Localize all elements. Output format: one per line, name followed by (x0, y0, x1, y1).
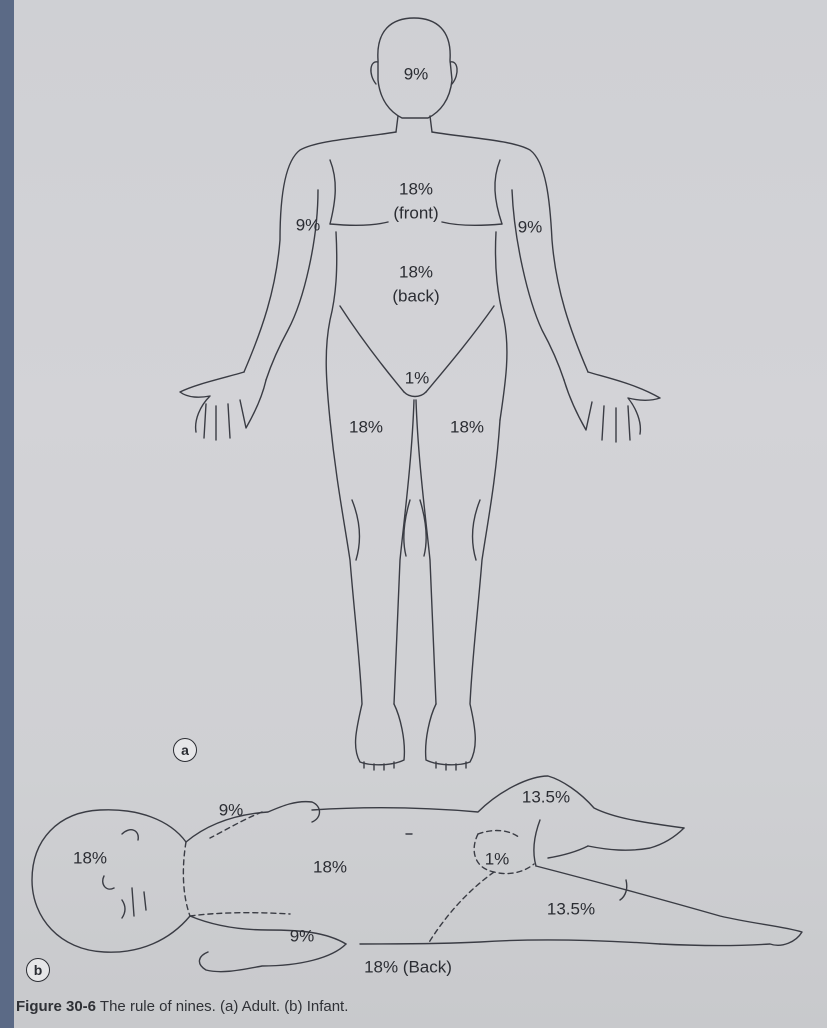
adult-head-percentage: 9% (404, 65, 429, 84)
adult-abdomen-percentage: 18% (399, 263, 433, 282)
adult-left-arm-percentage: 9% (518, 218, 543, 237)
adult-chest-note: (front) (393, 204, 438, 223)
infant-groin-percentage: 1% (485, 850, 510, 869)
adult-body-outline (180, 18, 660, 770)
figure-caption: Figure 30-6 The rule of nines. (a) Adult… (16, 998, 348, 1015)
infant-lower-arm-percentage: 9% (290, 927, 315, 946)
adult-right-arm-percentage: 9% (296, 216, 321, 235)
adult-panel-tag: a (173, 738, 197, 762)
figure-number: Figure 30-6 (16, 998, 96, 1015)
infant-body-outline (32, 776, 802, 972)
infant-upper-arm-percentage: 9% (219, 801, 244, 820)
adult-right-leg-percentage: 18% (349, 418, 383, 437)
adult-left-leg-percentage: 18% (450, 418, 484, 437)
infant-panel-tag: b (26, 958, 50, 982)
infant-upper-leg-percentage: 13.5% (522, 788, 570, 807)
infant-back-percentage: 18% (Back) (364, 958, 452, 977)
infant-lower-leg-percentage: 13.5% (547, 900, 595, 919)
adult-abdomen-note: (back) (392, 287, 439, 306)
adult-chest-percentage: 18% (399, 180, 433, 199)
infant-trunk-percentage: 18% (313, 858, 347, 877)
figure-caption-text: The rule of nines. (a) Adult. (b) Infant… (96, 998, 348, 1015)
infant-head-percentage: 18% (73, 849, 107, 868)
adult-groin-percentage: 1% (405, 369, 430, 388)
